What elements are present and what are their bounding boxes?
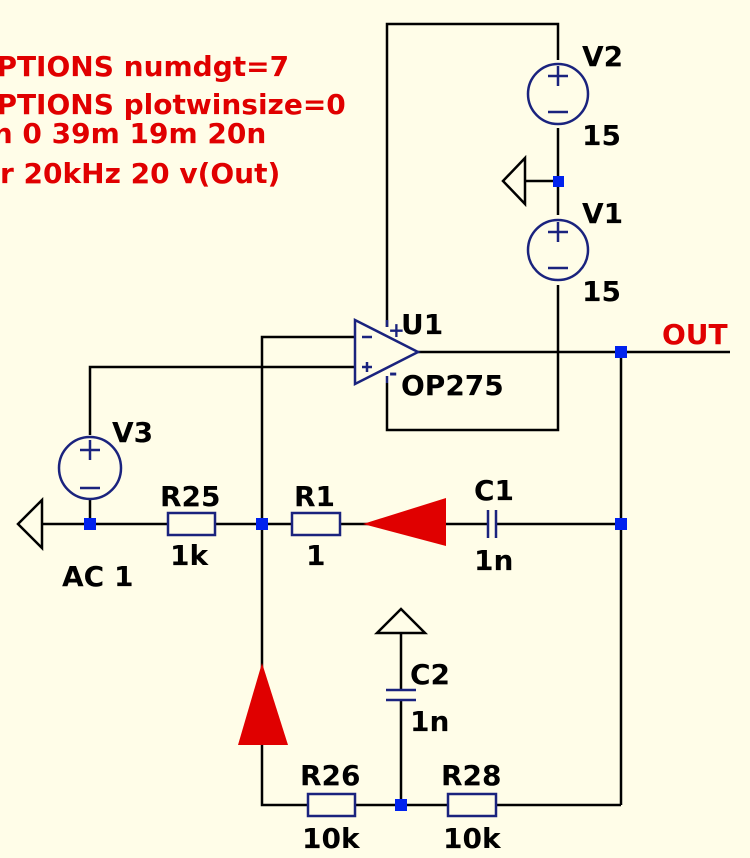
- u1-value: OP275: [401, 369, 504, 402]
- wire-vplus-to-v2[interactable]: [385, 22, 560, 327]
- ground-flag-icon[interactable]: [373, 607, 429, 635]
- opamp-u1[interactable]: [353, 317, 421, 387]
- voltage-source-icon: [57, 435, 123, 501]
- directive-options-numdgt[interactable]: .OPTIONS numdgt=7: [0, 50, 289, 83]
- arrow-left-icon: [363, 498, 446, 546]
- r26-value: 10k: [302, 822, 361, 855]
- net-label-out[interactable]: OUT: [662, 318, 728, 351]
- v2-value: 15: [582, 119, 621, 152]
- junction-dot: [615, 346, 627, 358]
- resistor-r25[interactable]: [166, 511, 217, 537]
- spice-directives: .OPTIONS numdgt=7 .OPTIONS plotwinsize=0…: [0, 50, 346, 190]
- capacitor-c1[interactable]: [486, 510, 498, 538]
- wire-left-down[interactable]: [260, 524, 308, 807]
- junction-dot: [84, 518, 96, 530]
- capacitor-c2[interactable]: [386, 688, 416, 702]
- v2-name: V2: [582, 40, 623, 73]
- v3-name: V3: [112, 416, 153, 449]
- c1-value: 1n: [474, 544, 513, 577]
- c1-name: C1: [474, 474, 514, 507]
- v1-name: V1: [582, 197, 623, 230]
- v3-value: AC 1: [62, 560, 133, 593]
- r28-value: 10k: [443, 822, 502, 855]
- directive-options-plotwinsize[interactable]: .OPTIONS plotwinsize=0: [0, 88, 346, 121]
- directive-four[interactable]: .four 20kHz 20 v(Out): [0, 157, 280, 190]
- junction-dot: [553, 176, 564, 187]
- r1-name: R1: [294, 480, 335, 513]
- r25-name: R25: [160, 480, 221, 513]
- junction-dot: [395, 799, 407, 811]
- directive-tran[interactable]: .tran 0 39m 19m 20n: [0, 117, 266, 150]
- resistor-r28[interactable]: [446, 792, 498, 818]
- vminus-marker: -: [389, 361, 397, 385]
- ground-flag-icon[interactable]: [16, 496, 44, 552]
- voltage-source-v1[interactable]: [526, 218, 590, 282]
- c2-value: 1n: [410, 705, 449, 738]
- junctions: [84, 176, 627, 811]
- r25-value: 1k: [170, 539, 209, 572]
- v1-value: 15: [582, 275, 621, 308]
- resistor-r1[interactable]: [290, 511, 342, 537]
- r1-value: 1: [306, 539, 325, 572]
- voltage-source-icon: [526, 218, 590, 282]
- junction-dot: [615, 518, 627, 530]
- vplus-marker: +: [388, 318, 405, 342]
- resistor-r26[interactable]: [306, 792, 357, 818]
- r28-name: R28: [441, 759, 502, 792]
- r26-name: R26: [300, 759, 361, 792]
- ground-flags: [16, 154, 527, 635]
- voltage-source-v3[interactable]: [57, 435, 123, 501]
- arrow-up-icon: [238, 663, 288, 745]
- wire-noninv-input[interactable]: [88, 365, 356, 435]
- wire-inv-input[interactable]: [260, 335, 356, 524]
- c2-name: C2: [410, 658, 450, 691]
- ground-flag-icon[interactable]: [501, 154, 527, 208]
- voltage-source-icon: [526, 62, 590, 126]
- voltage-source-v2[interactable]: [526, 62, 590, 126]
- wire-v1-to-vminus[interactable]: [385, 285, 560, 432]
- u1-name: U1: [401, 308, 443, 341]
- junction-dot: [256, 518, 268, 530]
